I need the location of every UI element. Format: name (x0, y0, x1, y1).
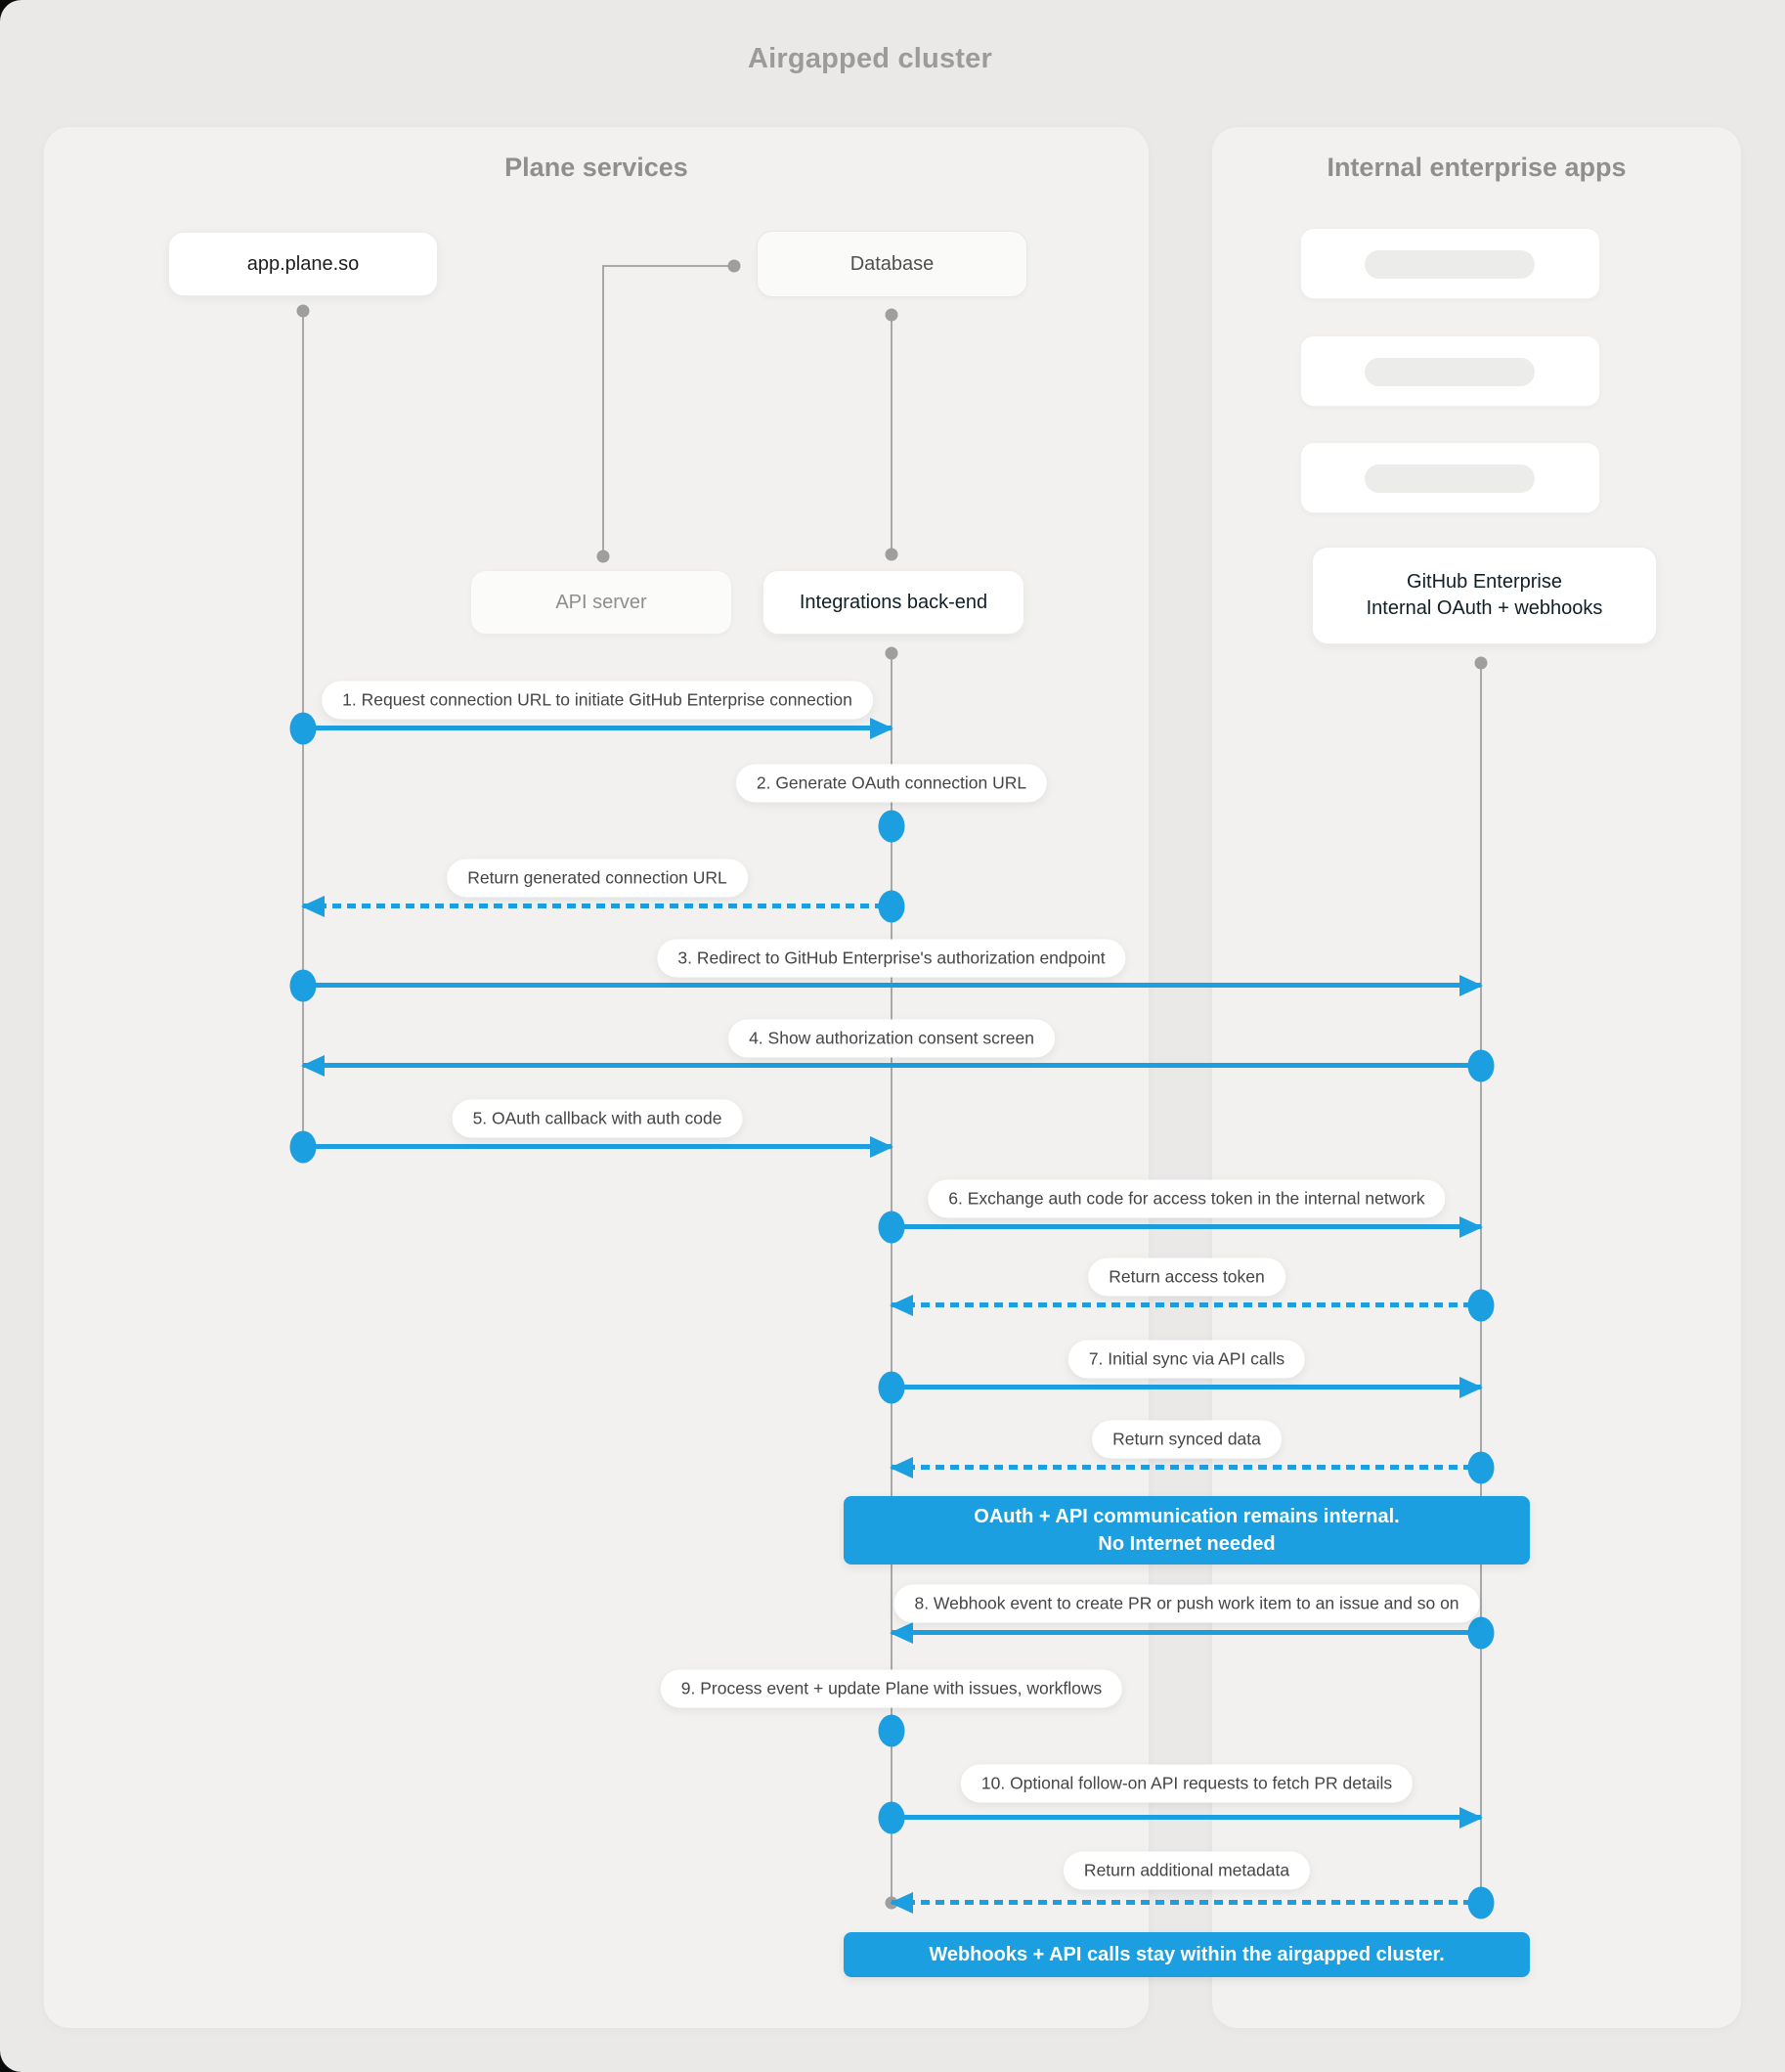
message-label-4: 4. Show authorization consent screen (728, 1019, 1055, 1058)
node-app-plane-so: app.plane.so (168, 232, 438, 296)
message-label-2: 2. Generate OAuth connection URL (735, 764, 1048, 803)
node-github-enterprise: GitHub Enterprise Internal OAuth + webho… (1312, 547, 1657, 644)
diagram-title: Airgapped cluster (748, 43, 992, 74)
banner-line1: OAuth + API communication remains intern… (974, 1506, 1400, 1527)
message-arrow-3 (303, 974, 1483, 996)
panel-plane-services-header: Plane services (504, 153, 688, 182)
activation-dot (1467, 1049, 1495, 1082)
message-arrow-4 (301, 1054, 1481, 1077)
lifeline-database-to-integrations (891, 315, 892, 554)
arrowhead-icon (890, 1621, 913, 1644)
lifeline-endpoint-dot (885, 548, 898, 561)
message-label-8: 8. Webhook event to create PR or push wo… (893, 1584, 1480, 1623)
message-label-1: 1. Request connection URL to initiate Gi… (322, 681, 873, 720)
arrowhead-icon (301, 895, 325, 917)
activation-dot (289, 1130, 317, 1164)
arrowhead-icon (1459, 974, 1483, 996)
message-label-9: 9. Process event + update Plane with iss… (660, 1669, 1123, 1708)
message-label-3: 3. Redirect to GitHub Enterprise's autho… (657, 939, 1126, 978)
node-github-enterprise-label-line2: Internal OAuth + webhooks (1366, 597, 1603, 619)
connector-api-server-to-database-horizontal (603, 265, 734, 267)
arrowhead-icon (1459, 1806, 1483, 1829)
node-integrations-back-end: Integrations back-end (762, 570, 1024, 635)
message-label-return-access-token: Return access token (1088, 1257, 1285, 1297)
message-arrow-5 (303, 1135, 893, 1158)
arrowhead-icon (890, 1294, 913, 1316)
message-arrow-return-additional-metadata (890, 1891, 1481, 1914)
activation-dot (878, 1714, 905, 1747)
internal-app-placeholder-card (1300, 335, 1600, 407)
node-database-label: Database (849, 252, 935, 275)
activation-dot (1467, 1451, 1495, 1484)
message-arrow-8 (890, 1621, 1481, 1644)
banner-line2: No Internet needed (1098, 1533, 1276, 1555)
lifeline-endpoint-dot (296, 304, 310, 318)
node-integrations-back-end-label: Integrations back-end (799, 591, 988, 613)
panel-internal-enterprise-apps-header: Internal enterprise apps (1327, 153, 1627, 182)
lifeline-integrations-back-end (891, 653, 892, 1903)
node-github-enterprise-label-line1: GitHub Enterprise (1407, 571, 1562, 593)
activation-dot (1467, 1886, 1495, 1919)
banner-internal-communication-note: OAuth + API communication remains intern… (844, 1496, 1530, 1565)
node-api-server-label: API server (555, 591, 647, 613)
placeholder-pill (1365, 250, 1535, 279)
placeholder-pill (1365, 464, 1535, 493)
message-label-return-additional-metadata: Return additional metadata (1063, 1851, 1311, 1890)
activation-dot (878, 810, 905, 843)
banner-airgapped-cluster-note: Webhooks + API calls stay within the air… (844, 1932, 1530, 1977)
activation-dot (289, 712, 317, 745)
node-app-plane-so-label: app.plane.so (246, 252, 360, 275)
arrowhead-icon (870, 717, 893, 739)
internal-app-placeholder-card (1300, 228, 1600, 299)
message-arrow-6 (892, 1215, 1483, 1238)
arrowhead-icon (890, 1456, 913, 1478)
banner-line1: Webhooks + API calls stay within the air… (929, 1944, 1445, 1965)
message-label-7: 7. Initial sync via API calls (1067, 1340, 1306, 1379)
activation-dot (1467, 1289, 1495, 1322)
activation-dot (878, 1211, 905, 1244)
message-label-return-connection-url: Return generated connection URL (447, 859, 748, 898)
placeholder-pill (1365, 358, 1535, 386)
lifeline-github-enterprise (1480, 663, 1482, 1903)
connector-endpoint-dot (727, 259, 741, 273)
message-label-5: 5. OAuth callback with auth code (452, 1099, 743, 1138)
activation-dot (289, 969, 317, 1002)
panel-plane-services: Plane services (44, 127, 1149, 2028)
message-label-10: 10. Optional follow-on API requests to f… (960, 1764, 1414, 1803)
node-api-server: API server (470, 570, 732, 635)
message-label-6: 6. Exchange auth code for access token i… (928, 1179, 1446, 1218)
activation-dot (1467, 1616, 1495, 1650)
message-arrow-return-access-token (890, 1294, 1481, 1316)
arrowhead-icon (1459, 1376, 1483, 1398)
connector-endpoint-dot (596, 550, 610, 563)
activation-dot (878, 1371, 905, 1404)
connector-api-server-to-database-vertical (602, 265, 604, 556)
activation-dot (878, 1801, 905, 1834)
lifeline-endpoint-dot (1474, 656, 1488, 670)
activation-dot (878, 890, 905, 923)
internal-app-placeholder-card (1300, 442, 1600, 513)
message-arrow-return-synced-data (890, 1456, 1481, 1478)
message-arrow-7 (892, 1376, 1483, 1398)
lifeline-endpoint-dot (885, 646, 898, 660)
message-arrow-10 (892, 1806, 1483, 1829)
arrowhead-icon (890, 1891, 913, 1914)
message-arrow-return-connection-url (301, 895, 892, 917)
node-database: Database (757, 231, 1027, 297)
message-arrow-1 (303, 717, 893, 739)
arrowhead-icon (301, 1054, 325, 1077)
arrowhead-icon (1459, 1215, 1483, 1238)
message-label-return-synced-data: Return synced data (1092, 1420, 1282, 1459)
arrowhead-icon (870, 1135, 893, 1158)
lifeline-endpoint-dot (885, 308, 898, 322)
